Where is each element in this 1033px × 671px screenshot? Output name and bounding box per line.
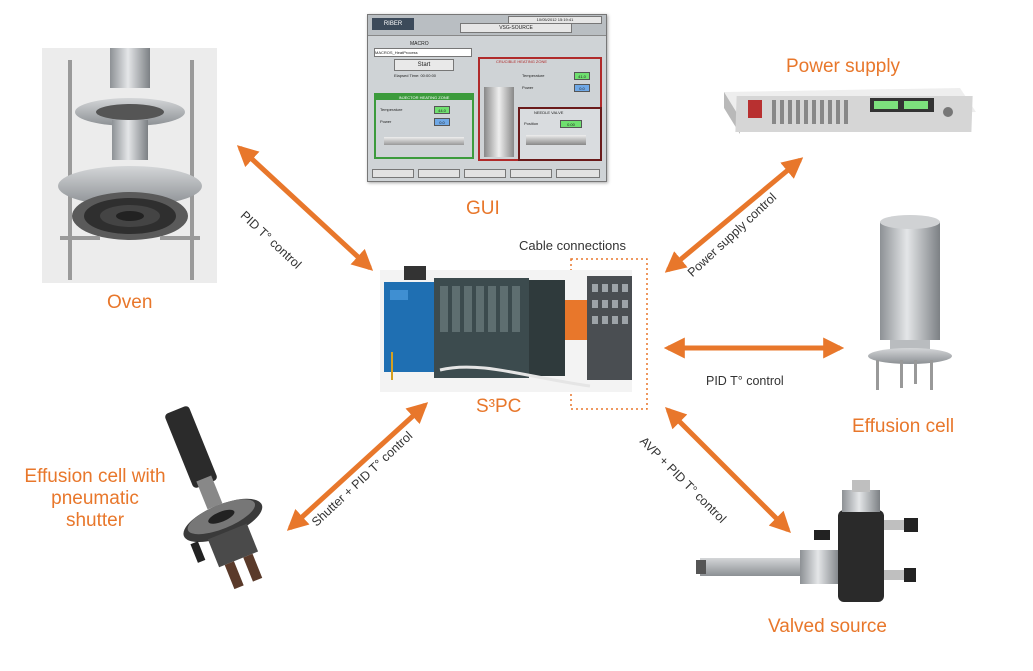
arrow-oven: [236, 145, 374, 271]
gui-valve-drawing: [526, 135, 586, 145]
gui-crucible-title: CRUCIBLE HEATING ZONE: [496, 59, 548, 64]
gui-tab-2: [418, 169, 460, 178]
valved-source-image: [696, 480, 918, 602]
gui-macro-label: MACRO: [410, 41, 429, 47]
gui-crucible-power-label: Power: [522, 85, 534, 90]
gui-label: GUI: [466, 198, 500, 219]
gui-valve-title: NEEDLE VALVE: [534, 110, 564, 115]
gui-header: RIBER 10/05/2012 15:19:41 VSG-SOURCE: [368, 15, 606, 36]
gui-injector-temp-label: Temperature: [380, 107, 403, 112]
gui-title: VSG-SOURCE: [460, 23, 572, 33]
power-supply-label: Power supply: [786, 56, 901, 77]
oven-label: Oven: [107, 292, 153, 313]
gui-tab-4: [510, 169, 552, 178]
arrow-power-supply: [664, 157, 804, 273]
effusion-cell-label: Effusion cell: [852, 416, 955, 437]
gui-tab-3: [464, 169, 506, 178]
arrow-valved-source: [665, 407, 791, 533]
gui-start-button: Start: [394, 59, 454, 71]
gui-macro-panel: MACRO MACROS_HeatProcess Start Elapsed T…: [374, 41, 478, 91]
edge-label-effusion-cell: PID T° control: [706, 374, 784, 388]
gui-crucible-drawing: [484, 87, 514, 157]
power-supply-image: [724, 88, 976, 134]
gui-screen-image: RIBER 10/05/2012 15:19:41 VSG-SOURCE MAC…: [367, 14, 607, 182]
valved-source-label: Valved source: [768, 616, 887, 637]
gui-logo: RIBER: [372, 18, 414, 30]
effusion-cell-shutter-label: Effusion cell with pneumatic shutter: [24, 466, 166, 531]
effusion-cell-image: [868, 215, 952, 390]
gui-elapsed-time: Elapsed Time: 00:00:00: [394, 73, 437, 78]
gui-injector-power: 0.0: [434, 118, 450, 126]
center-node-label: S³PC: [476, 396, 522, 417]
gui-tab-5: [556, 169, 600, 178]
gui-crucible-temp: 41.0: [574, 72, 590, 80]
gui-tab-1: [372, 169, 414, 178]
gui-valve-position-label: Position: [524, 121, 539, 126]
gui-injector-temp: 44.0: [434, 106, 450, 114]
gui-crucible-temp-label: Temperature: [522, 73, 545, 78]
cable-connections-label: Cable connections: [519, 238, 626, 253]
gui-injector-power-label: Power: [380, 119, 392, 124]
oven-image: [42, 48, 217, 283]
gui-macro-select: MACROS_HeatProcess: [374, 48, 472, 57]
gui-injector-panel: INJECTOR HEATING ZONE Temperature 44.0 P…: [374, 93, 474, 159]
controller-image: [380, 266, 632, 392]
arrow-effusion-cell-shutter: [286, 402, 429, 531]
gui-crucible-power: 0.0: [574, 84, 590, 92]
gui-injector-title: INJECTOR HEATING ZONE: [376, 95, 472, 100]
gui-valve-panel: NEEDLE VALVE Position 0.00: [518, 107, 602, 161]
effusion-cell-shutter-image: [165, 406, 263, 590]
gui-valve-position: 0.00: [560, 120, 582, 128]
gui-injector-drawing: [384, 137, 464, 145]
